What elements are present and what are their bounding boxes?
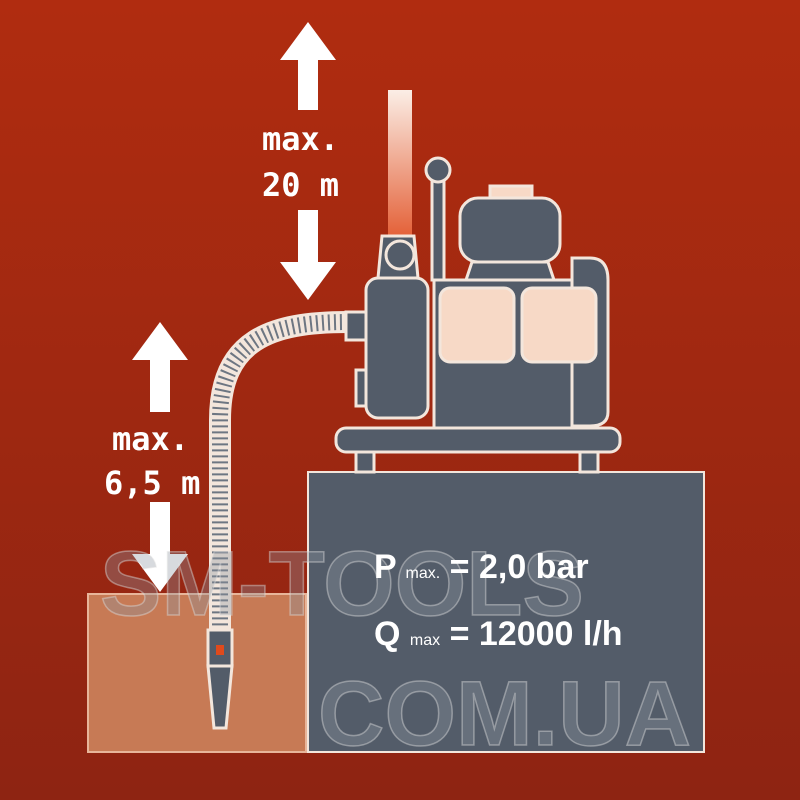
- discharge-pipe: [388, 90, 412, 260]
- pressure-spec: P max. = 2,0 bar: [374, 548, 589, 586]
- suction-height-label-2: 6,5 m: [104, 464, 200, 502]
- discharge-down-arrow-icon: [280, 210, 336, 300]
- watermark-line-1: SM-TOOLS: [100, 533, 584, 635]
- flow-value: = 12000 l/h: [450, 615, 623, 653]
- suction-up-arrow-icon: [132, 322, 188, 412]
- suction-height-label-1: max.: [112, 420, 189, 458]
- water-tank: [87, 593, 307, 753]
- flow-symbol: Q: [374, 615, 400, 653]
- pump-stand-block: [307, 471, 705, 753]
- discharge-up-arrow-icon: [280, 22, 336, 110]
- suction-hose: [209, 311, 349, 640]
- discharge-height-label-2: 20 m: [262, 166, 339, 204]
- flow-spec: Q max = 12000 l/h: [374, 615, 623, 653]
- flow-subscript: max: [410, 632, 440, 649]
- pressure-symbol: P: [374, 548, 396, 586]
- suction-down-arrow-icon: [132, 502, 188, 592]
- pressure-value: = 2,0 bar: [450, 548, 589, 586]
- watermark-line-2: COM.UA: [318, 663, 691, 765]
- strainer: [206, 664, 234, 730]
- pump: [334, 156, 622, 474]
- pressure-subscript: max.: [406, 565, 441, 582]
- discharge-height-label-1: max.: [262, 120, 339, 158]
